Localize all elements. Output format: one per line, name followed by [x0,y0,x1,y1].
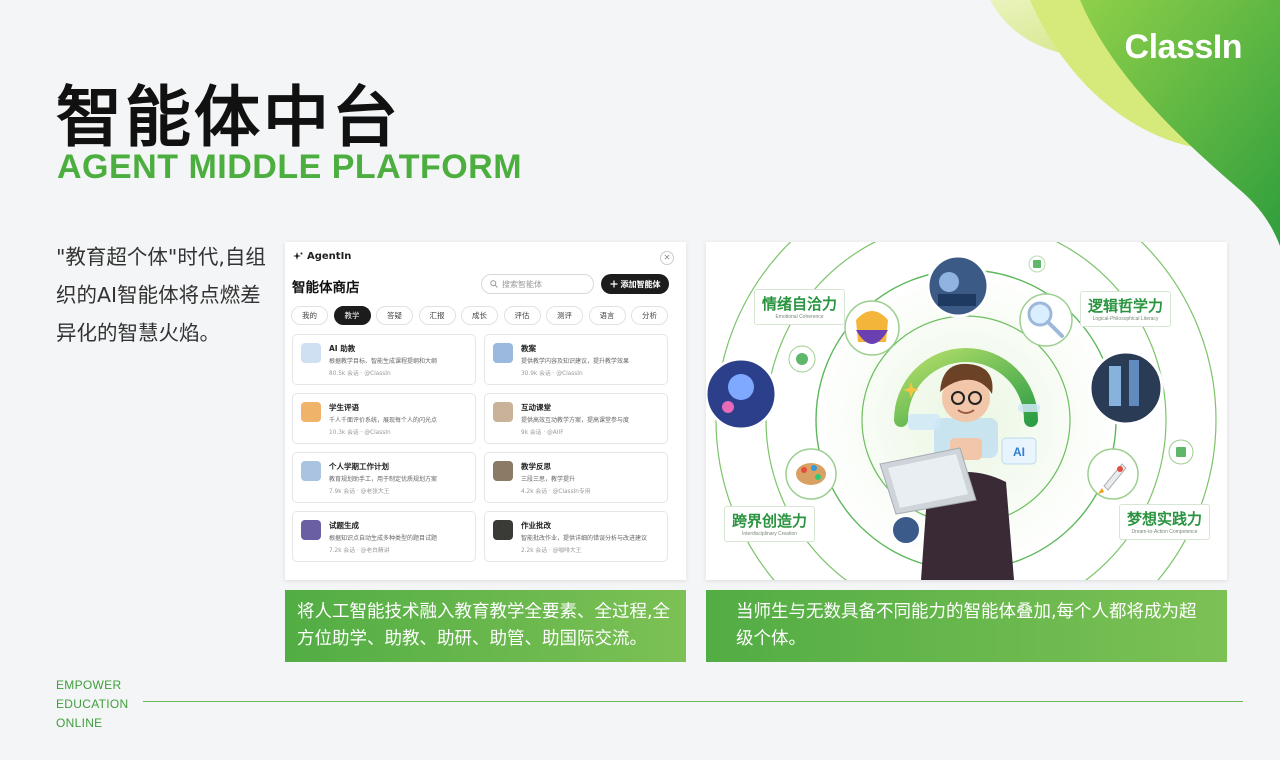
label-cn: 跨界创造力 [732,512,808,530]
agent-card[interactable]: 教案提供教学内容及知识建议，提升教学效果 30.9k 会话 · @ClassIn [484,334,668,385]
agent-card[interactable]: 作业批改智能批改作业，提供详细的错误分析与改进建议 2.2k 会话 · @咖啡大王 [484,511,668,562]
label-logical-philosophical: 逻辑哲学力 Logical-Philosophical Literacy [1080,291,1172,327]
label-emotional-coherence: 情绪自洽力 Emotional Coherence [754,289,846,325]
agent-store-title: 智能体商店 [292,280,360,296]
agent-card[interactable]: 互动课堂提供高效互动教学方案，提高课堂参与度 9k 会话 · @AIIF [484,393,668,444]
agent-avatar-icon [301,343,321,363]
agent-card[interactable]: 学生评语千人千面评价系统，展现每个人的闪光点 10.3k 会话 · @ClassI… [292,393,476,444]
search-icon [490,280,498,288]
category-tabs: 我的教学答疑汇报成长评估测评语言分析 [291,306,668,325]
footer-divider [143,701,1243,702]
agent-description: 提供高效互动教学方案，提高课堂参与度 [521,417,630,424]
agent-name: 个人学期工作计划 [329,462,389,471]
tab-3[interactable]: 汇报 [418,306,456,325]
caption-right: 当师生与无数具备不同能力的智能体叠加,每个人都将成为超级个体。 [706,590,1227,662]
close-icon[interactable]: ✕ [660,251,674,265]
agent-meta: 2.2k 会话 · @咖啡大王 [521,548,582,554]
tab-7[interactable]: 语言 [588,306,626,325]
tab-1[interactable]: 教学 [333,306,371,325]
super-individual-illustration: AI 情绪自洽力 Emotional Coherence 逻辑哲学力 Logic… [706,242,1227,580]
agent-card[interactable]: AI 助教根据教学目标、智能生成课程提纲和大纲 80.5k 会话 · @Class… [292,334,476,385]
caption-right-text: 当师生与无数具备不同能力的智能体叠加,每个人都将成为超级个体。 [736,602,1197,649]
label-en: Dream-to-Action Competence [1131,529,1198,535]
agent-name: 教学反思 [521,462,551,471]
agent-meta: 7.2k 会话 · @老白精讲 [329,548,390,554]
caption-left-text: 将人工智能技术融入教育教学全要素、全过程,全方位助学、助教、助研、助管、助国际交… [297,602,671,649]
agent-store-header: AgentIn [293,251,351,262]
label-cn: 情绪自洽力 [762,295,838,313]
tab-6[interactable]: 测评 [546,306,583,325]
agent-description: 千人千面评价系统，展现每个人的闪光点 [329,417,438,424]
agent-description: 根据教学目标、智能生成课程提纲和大纲 [329,358,438,365]
add-agent-button[interactable]: 添加智能体 [601,274,669,294]
agent-name: 作业批改 [521,521,551,530]
agent-meta: 80.5k 会话 · @ClassIn [329,371,391,377]
agent-meta: 7.9k 会话 · @老张大王 [329,489,390,495]
page-subtitle: AGENT MIDDLE PLATFORM [57,148,523,186]
agent-name: 互动课堂 [521,403,551,412]
search-placeholder: 搜索智能体 [502,279,542,289]
agent-avatar-icon [301,402,321,422]
search-input[interactable]: 搜索智能体 [481,274,594,294]
intro-text: "教育超个体"时代,自组织的AI智能体将点燃差异化的智慧火焰。 [56,245,266,345]
agent-description: 教育规划助手工，用于制定优质规划方案 [329,476,438,483]
label-cn: 逻辑哲学力 [1088,297,1164,315]
illustration-graphic: AI [706,242,1217,580]
agent-description: 智能批改作业，提供详细的错误分析与改进建议 [521,535,648,542]
corner-decoration [990,0,1280,246]
agent-name: 学生评语 [329,403,359,412]
agent-description: 提供教学内容及知识建议，提升教学效果 [521,358,630,365]
label-en: Emotional Coherence [775,314,824,320]
label-dream-to-action: 梦想实践力 Dream-to-Action Competence [1119,504,1211,540]
agent-name: AI 助教 [329,344,356,353]
agent-card[interactable]: 个人学期工作计划教育规划助手工，用于制定优质规划方案 7.9k 会话 · @老张大… [292,452,476,503]
agent-meta: 4.2k 会话 · @ClassIn专用 [521,489,591,495]
agent-description: 根据知识点自动生成多种类型的题目试题 [329,535,438,542]
agent-avatar-icon [493,520,513,540]
agent-name: 教案 [521,344,536,353]
footer-line-2: EDUCATION [56,697,129,711]
agent-description: 三段三思，教学提升 [521,476,576,483]
agent-meta: 9k 会话 · @AIIF [521,430,564,436]
label-cn: 梦想实践力 [1127,510,1203,528]
label-en: Logical-Philosophical Literacy [1092,316,1159,322]
agent-avatar-icon [493,461,513,481]
label-interdisciplinary-creation: 跨界创造力 Interdisciplinary Creation [724,506,816,542]
tab-8[interactable]: 分析 [631,306,668,325]
agent-name: 试题生成 [329,521,359,530]
page-title: 智能体中台 [56,79,401,156]
footer-line-3: ONLINE [56,716,103,730]
bubble-images [706,254,1164,545]
agent-meta: 30.9k 会话 · @ClassIn [521,371,583,377]
agent-avatar-icon [493,343,513,363]
label-en: Interdisciplinary Creation [741,531,798,537]
icon-bubbles [785,293,1194,500]
caption-left: 将人工智能技术融入教育教学全要素、全过程,全方位助学、助教、助研、助管、助国际交… [285,590,686,662]
tab-4[interactable]: 成长 [461,306,498,325]
agent-avatar-icon [301,520,321,540]
ai-badge: AI [1013,445,1025,459]
add-agent-label: 添加智能体 [620,279,661,289]
sparkle-icon [293,251,303,260]
tab-2[interactable]: 答疑 [376,306,413,325]
tab-0[interactable]: 我的 [291,306,328,325]
agent-avatar-icon [301,461,321,481]
agent-card[interactable]: 试题生成根据知识点自动生成多种类型的题目试题 7.2k 会话 · @老白精讲 [292,511,476,562]
teacher-character: AI [879,363,1040,580]
agent-card-grid: AI 助教根据教学目标、智能生成课程提纲和大纲 80.5k 会话 · @Class… [292,334,668,562]
tab-5[interactable]: 评估 [503,306,541,325]
agent-meta: 10.3k 会话 · @ClassIn [329,430,391,436]
footer-line-1: EMPOWER [56,678,122,692]
classin-logo: ClassIn [1124,28,1243,66]
footer-tagline: EMPOWER EDUCATION ONLINE [56,676,128,733]
agent-card[interactable]: 教学反思三段三思，教学提升 4.2k 会话 · @ClassIn专用 [484,452,668,503]
agent-store-panel: AgentIn ✕ 智能体商店 搜索智能体 添加智能体 我的教学答疑汇报成长评估… [285,242,686,580]
plus-sparkle-icon [610,280,617,288]
agent-store-brand: AgentIn [307,251,352,262]
agent-avatar-icon [493,402,513,422]
